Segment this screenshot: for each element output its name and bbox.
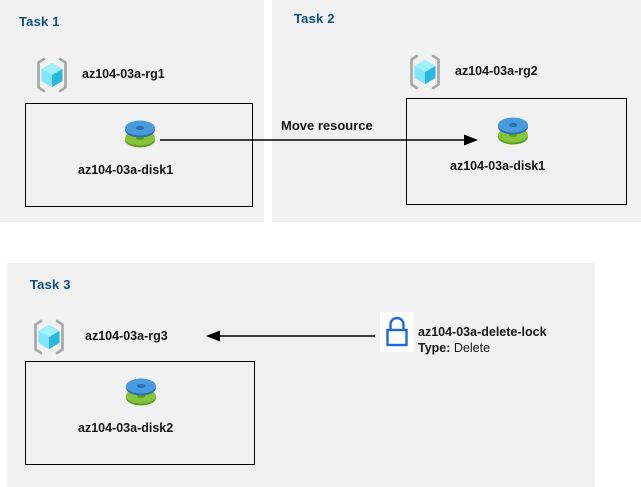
task-panel-3 <box>7 263 595 487</box>
managed-disk-icon <box>492 110 534 152</box>
lock-applies-to-arrow <box>206 330 375 342</box>
managed-disk-icon <box>119 113 161 155</box>
lock-type-key: Type: <box>418 341 451 355</box>
resource-group-label-rg2: az104-03a-rg2 <box>455 64 538 78</box>
resource-group-icon <box>30 318 68 356</box>
task-2-title: Task 2 <box>294 11 335 26</box>
resource-label-disk1-task2: az104-03a-disk1 <box>450 159 546 173</box>
resource-label-disk1-task1: az104-03a-disk1 <box>78 163 174 177</box>
lock-type-label: Type: Delete <box>418 341 490 355</box>
task-panel-2 <box>272 0 641 222</box>
move-resource-arrow <box>160 134 478 146</box>
resource-group-label-rg1: az104-03a-rg1 <box>82 67 165 81</box>
resource-group-icon <box>406 53 444 91</box>
lock-name-label: az104-03a-delete-lock <box>418 325 547 339</box>
resource-group-boundary-1 <box>25 103 253 207</box>
move-resource-label: Move resource <box>281 118 373 133</box>
task-1-title: Task 1 <box>19 14 60 29</box>
task-3-title: Task 3 <box>30 277 71 292</box>
lock-icon <box>380 312 414 352</box>
managed-disk-icon <box>120 371 162 413</box>
resource-label-disk2: az104-03a-disk2 <box>78 421 174 435</box>
resource-group-icon <box>33 56 71 94</box>
lock-type-value: Delete <box>453 341 491 355</box>
task-panel-1 <box>0 0 264 222</box>
resource-group-boundary-3 <box>25 361 255 465</box>
resource-group-label-rg3: az104-03a-rg3 <box>85 329 168 343</box>
resource-group-boundary-2 <box>406 98 627 205</box>
